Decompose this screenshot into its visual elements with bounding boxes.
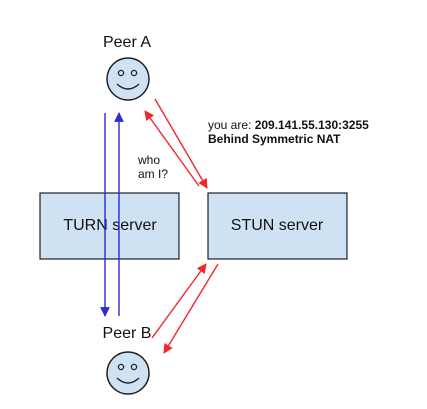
peer-a-label: Peer A <box>103 34 151 51</box>
stun-request-arrow-a <box>154 98 208 189</box>
peer-b-left-eye <box>117 363 125 371</box>
peer-b-face <box>106 351 150 395</box>
turn-server-box <box>39 192 180 260</box>
stun-response-arrow-b <box>163 263 219 354</box>
peer-b-smiley-icon <box>106 351 150 395</box>
who-am-i-label: who am I? <box>137 153 168 181</box>
peer-b-label: Peer B <box>103 325 152 342</box>
stun-response-arrow-a <box>144 110 200 187</box>
who-am-i-line2: am I? <box>138 167 168 181</box>
stun-request-arrow-b <box>151 263 207 339</box>
stun-server-box <box>207 192 348 260</box>
peer-a-face <box>106 57 150 101</box>
peer-a-right-eye <box>130 69 138 77</box>
response-address: 209.141.55.130:3255 <box>255 118 369 132</box>
peer-a-smiley-icon <box>106 57 150 101</box>
stun-server-label: STUN server <box>231 217 324 234</box>
who-am-i-line1: who <box>137 153 160 167</box>
stun-response-text: you are: 209.141.55.130:3255 <box>208 118 369 132</box>
nat-type-label: Behind Symmetric NAT <box>208 132 341 146</box>
peer-a-left-eye <box>117 69 125 77</box>
peer-b-mouth <box>116 377 140 384</box>
peer-b-right-eye <box>130 363 138 371</box>
turn-server-label: TURN server <box>63 217 157 234</box>
peer-a-mouth <box>116 83 140 90</box>
response-prefix: you are: <box>208 118 255 132</box>
